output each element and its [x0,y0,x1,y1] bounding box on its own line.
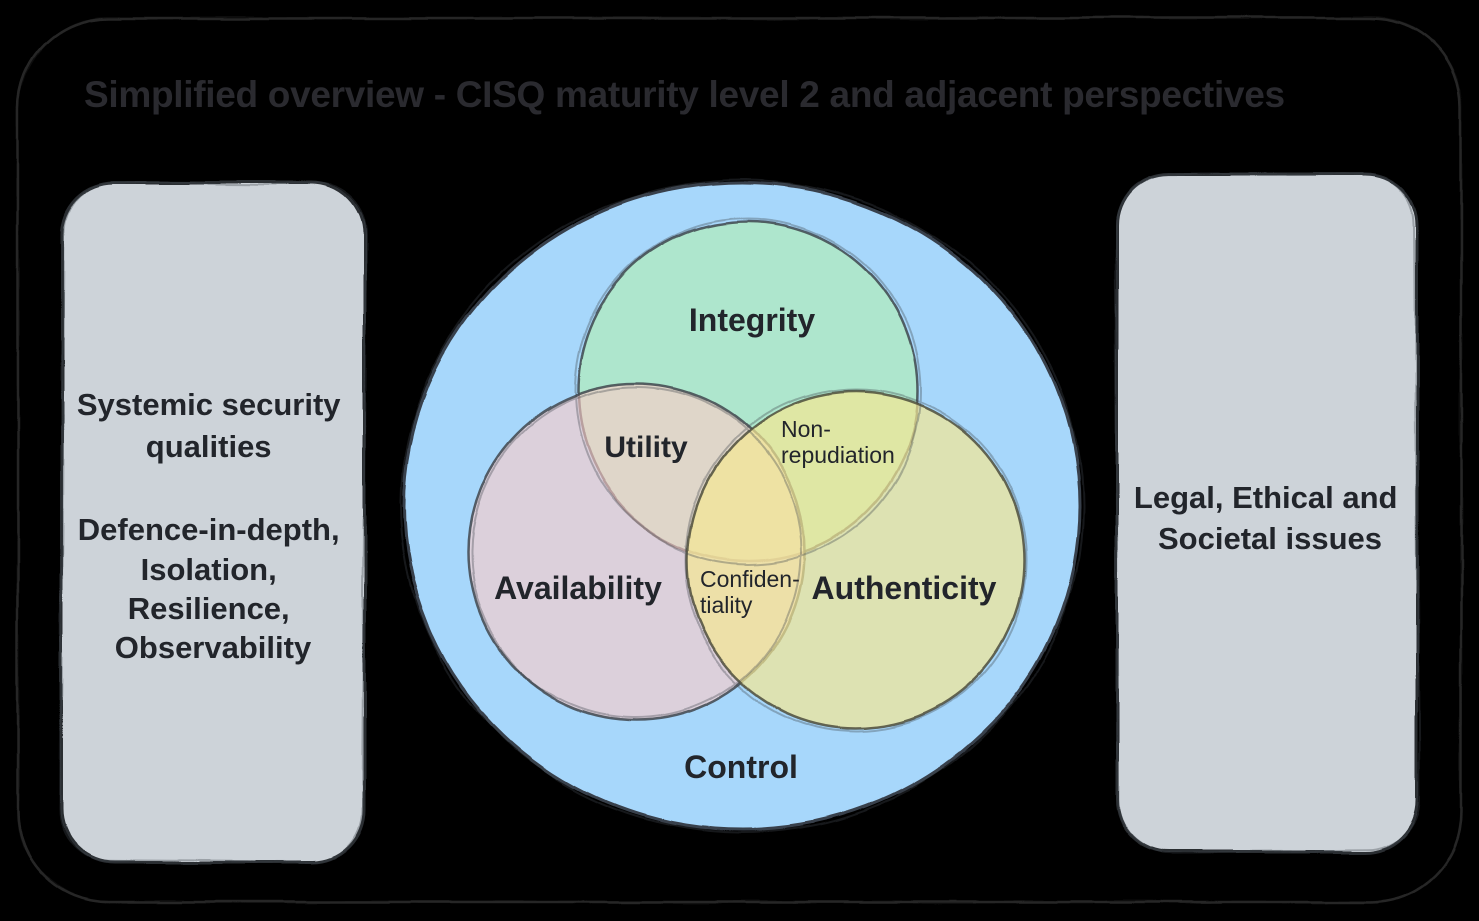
panel-line: Societal issues [1158,521,1382,556]
utility-overlap-label: Utility [604,431,688,464]
right-panel-text: Legal, Ethical and Societal issues [1134,480,1406,556]
integrity-label: Integrity [689,302,815,338]
availability-label: Availability [494,570,662,606]
panel-line: Defence-in-depth, [78,512,340,547]
authenticity-label: Authenticity [812,570,997,606]
overlap-line: Confiden- [700,566,800,592]
panel-line: Legal, Ethical and [1134,480,1398,515]
non-repudiation-overlap-label: Non- repudiation [781,416,895,468]
panel-line: Resilience, [128,591,290,626]
text-layer: Simplified overview - CISQ maturity leve… [77,74,1406,785]
overlap-line: repudiation [781,442,895,468]
panel-line: Isolation, [141,552,277,587]
page-title: Simplified overview - CISQ maturity leve… [84,74,1285,115]
left-panel-text: Systemic security qualities Defence-in-d… [77,387,349,665]
sketch-overlay [17,17,1462,903]
control-label: Control [684,749,798,785]
panel-line: Systemic security [77,387,341,422]
panel-line: qualities [146,429,272,464]
overlap-line: Non- [781,416,831,442]
panel-line: Observability [115,630,312,665]
overlap-line: tiality [700,592,753,618]
confidentiality-overlap-label: Confiden- tiality [700,566,806,618]
